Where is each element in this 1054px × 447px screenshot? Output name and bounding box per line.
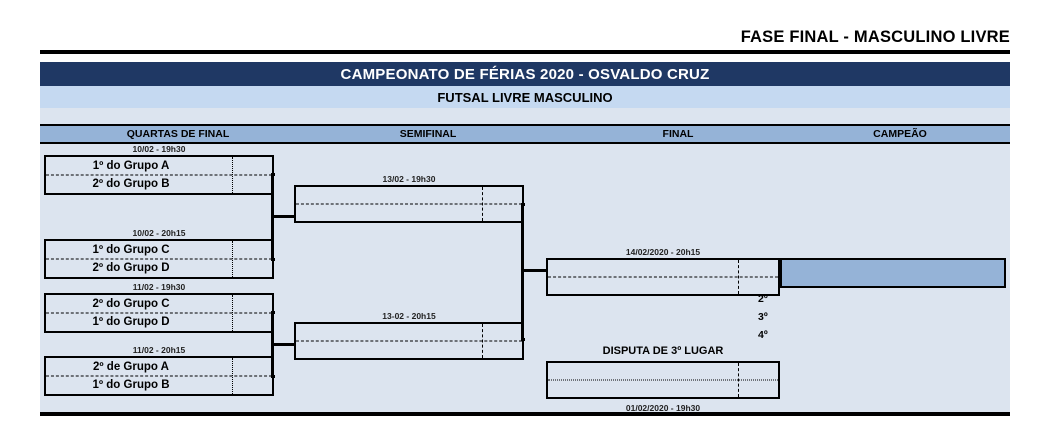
- qf-2-score-separator: [232, 241, 233, 277]
- final-divider: [548, 276, 778, 278]
- sf-2-match[interactable]: [294, 322, 524, 360]
- qf-1-away: 2º do Grupo B: [92, 178, 170, 190]
- sf-1-away: [296, 204, 522, 221]
- qf-1-divider: [46, 174, 272, 176]
- qf-2-datetime: 10/02 - 20h15: [132, 228, 186, 238]
- sheet-bottom-divider: [40, 412, 1010, 416]
- qf-2-divider: [46, 258, 272, 260]
- qf-2-match[interactable]: 1º do Grupo C 2º do Grupo D: [44, 239, 274, 279]
- final-home: [548, 260, 778, 277]
- qf-3-divider: [46, 312, 272, 314]
- connector-sf1-sf2-vertical: [521, 203, 524, 341]
- connector-qf3-stub: [271, 311, 275, 314]
- third-place-datetime: 01/02/2020 - 19h30: [625, 403, 701, 413]
- sf-2-away: [296, 341, 522, 358]
- phase-title: FASE FINAL - MASCULINO LIVRE: [740, 28, 1010, 46]
- qf-4-score-separator: [232, 358, 233, 394]
- bracket-sheet: CAMPEONATO DE FÉRIAS 2020 - OSVALDO CRUZ…: [40, 62, 1010, 414]
- qf-4-datetime: 11/02 - 20h15: [132, 345, 186, 355]
- qf-1-match[interactable]: 1º do Grupo A 2º do Grupo B: [44, 155, 274, 195]
- qf-1-home: 1º do Grupo A: [92, 160, 170, 172]
- qf-3-home: 2º do Grupo C: [92, 298, 170, 310]
- placement-2nd: 2º: [758, 293, 768, 305]
- round-header-band: QUARTAS DE FINAL SEMIFINAL FINAL CAMPEÃO: [40, 124, 1010, 144]
- third-place-caption: DISPUTA DE 3º LUGAR: [602, 345, 724, 357]
- third-place-score-separator: [738, 363, 739, 397]
- connector-qf1-stub: [271, 173, 275, 176]
- tournament-title: CAMPEONATO DE FÉRIAS 2020 - OSVALDO CRUZ: [40, 62, 1010, 86]
- final-datetime: 14/02/2020 - 20h15: [625, 247, 701, 257]
- final-score-separator: [738, 260, 739, 294]
- phase-divider: [40, 50, 1010, 54]
- final-away: [548, 277, 778, 294]
- sf-2-home: [296, 324, 522, 341]
- qf-1-datetime: 10/02 - 19h30: [132, 144, 186, 154]
- qf-4-match[interactable]: 2º de Grupo A 1º do Grupo B: [44, 356, 274, 396]
- round-header-quarterfinal: QUARTAS DE FINAL: [126, 128, 230, 140]
- connector-qf4-stub: [271, 375, 275, 378]
- connector-sf2-stub: [521, 338, 525, 341]
- qf-3-datetime: 11/02 - 19h30: [132, 282, 186, 292]
- champion-name: [782, 260, 1004, 286]
- placement-3rd: 3º: [758, 311, 768, 323]
- sf-2-divider: [296, 340, 522, 342]
- third-place-match[interactable]: [546, 361, 780, 399]
- connector-sf1-stub: [521, 203, 525, 206]
- qf-1-score-separator: [232, 157, 233, 193]
- qf-2-away: 2º do Grupo D: [92, 262, 170, 274]
- connector-to-sf2: [271, 343, 295, 346]
- connector-to-sf1: [271, 215, 295, 218]
- third-place-away: [548, 380, 778, 397]
- placement-4th: 4º: [758, 329, 768, 341]
- third-place-home: [548, 363, 778, 380]
- third-place-divider: [548, 379, 778, 381]
- sf-1-score-separator: [482, 187, 483, 221]
- sf-1-datetime: 13/02 - 19h30: [382, 174, 436, 184]
- connector-qf2-stub: [271, 258, 275, 261]
- champion-box[interactable]: [780, 258, 1006, 288]
- sf-2-score-separator: [482, 324, 483, 358]
- qf-3-away: 1º do Grupo D: [92, 316, 170, 328]
- qf-4-home: 2º de Grupo A: [93, 361, 169, 373]
- connector-to-final: [521, 269, 547, 272]
- sf-1-match[interactable]: [294, 185, 524, 223]
- sf-1-divider: [296, 203, 522, 205]
- qf-4-away: 1º do Grupo B: [92, 379, 170, 391]
- sf-1-home: [296, 187, 522, 204]
- qf-4-divider: [46, 375, 272, 377]
- final-match[interactable]: [546, 258, 780, 296]
- qf-3-match[interactable]: 2º do Grupo C 1º do Grupo D: [44, 293, 274, 333]
- round-header-champion: CAMPEÃO: [873, 128, 927, 140]
- qf-2-home: 1º do Grupo C: [92, 244, 170, 256]
- sf-2-datetime: 13-02 - 20h15: [382, 311, 436, 321]
- tournament-subtitle: FUTSAL LIVRE MASCULINO: [40, 86, 1010, 108]
- round-header-final: FINAL: [662, 128, 694, 140]
- round-header-semifinal: SEMIFINAL: [399, 128, 457, 140]
- qf-3-score-separator: [232, 295, 233, 331]
